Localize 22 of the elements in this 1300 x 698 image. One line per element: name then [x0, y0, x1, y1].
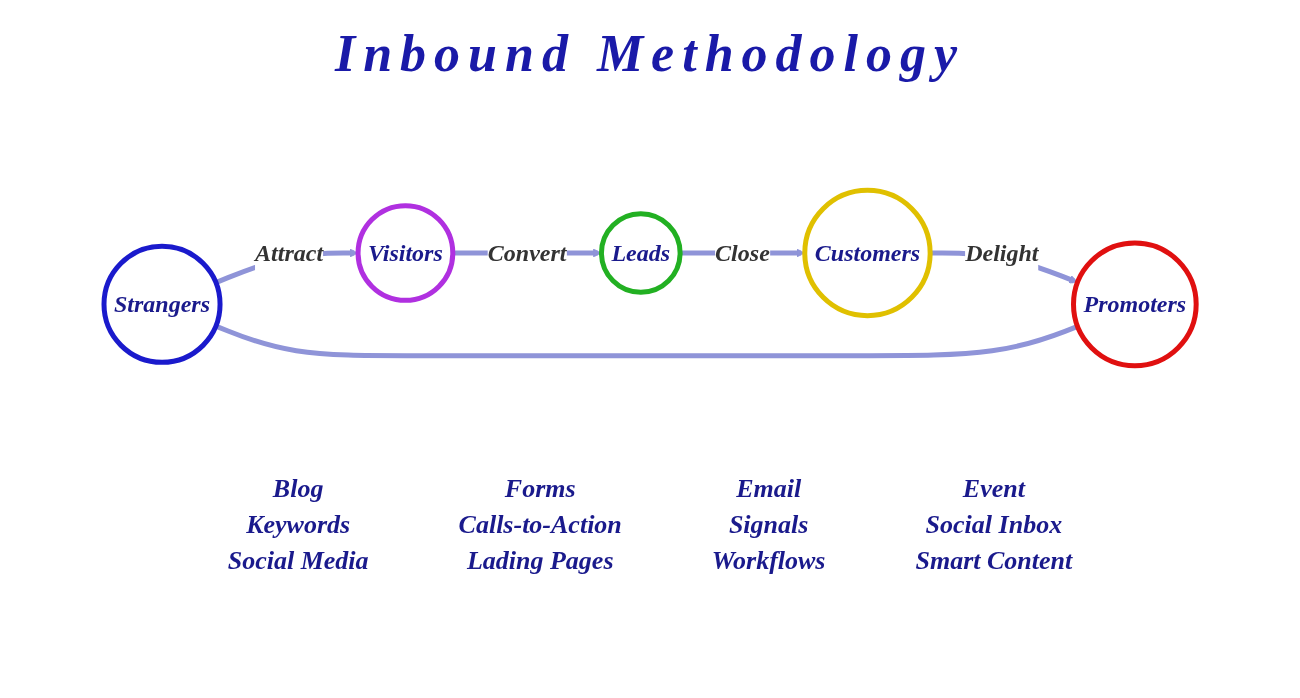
node-circle: Strangers: [101, 243, 223, 365]
list-item: Forms: [504, 473, 576, 505]
edge-label: Delight: [965, 240, 1039, 266]
list-item: Social Inbox: [925, 509, 1063, 541]
node-circle: Promoters: [1070, 240, 1199, 369]
node-circle: Customers: [802, 187, 933, 319]
edge-label: Attract: [254, 240, 323, 266]
edge-label: Convert: [487, 240, 567, 266]
node-circle: Visitors: [355, 203, 456, 303]
list-item: Event: [962, 473, 1025, 505]
list-item: Signals: [728, 509, 809, 541]
node-circle: Leads: [598, 211, 683, 295]
list-item: Workflows: [711, 545, 826, 577]
list-item: Calls-to-Action: [458, 509, 622, 541]
title: Inbound Methodology: [333, 24, 967, 83]
list-item: Email: [736, 473, 802, 505]
list-item: Lading Pages: [466, 545, 614, 577]
list-item: Social Media: [227, 545, 369, 577]
edge-label: Close: [715, 240, 770, 266]
list-item: Smart Content: [915, 545, 1073, 577]
list-item: Keywords: [246, 509, 351, 541]
list-item: Blog: [272, 473, 324, 505]
